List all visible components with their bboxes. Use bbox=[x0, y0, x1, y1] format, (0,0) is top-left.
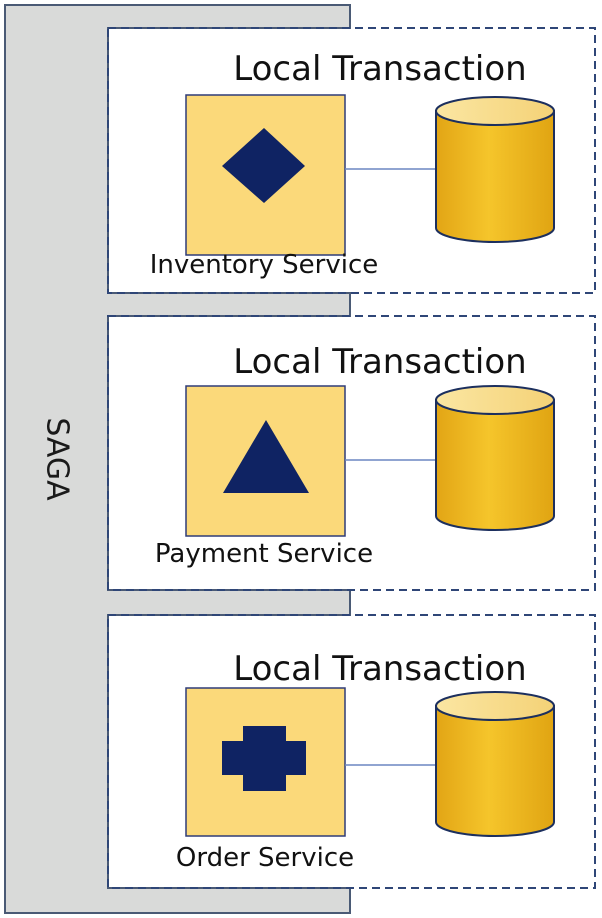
database-icon bbox=[435, 96, 555, 243]
transaction-border bbox=[107, 27, 596, 294]
local-transaction-inventory: Local Transaction Inventory Service bbox=[107, 27, 596, 294]
transaction-title: Local Transaction bbox=[233, 649, 526, 689]
cross-icon bbox=[222, 726, 306, 791]
database-icon bbox=[435, 385, 555, 531]
database-icon bbox=[435, 691, 555, 837]
service-label: Order Service bbox=[176, 843, 354, 873]
diamond-icon bbox=[222, 128, 305, 203]
saga-label: SAGA bbox=[40, 417, 75, 501]
transaction-title: Local Transaction bbox=[233, 49, 526, 89]
transaction-title: Local Transaction bbox=[233, 342, 526, 382]
transaction-border bbox=[107, 315, 596, 591]
local-transaction-payment: Local Transaction Payment Service bbox=[107, 315, 596, 591]
local-transaction-order: Local Transaction Order Service bbox=[107, 614, 596, 889]
transaction-border bbox=[107, 614, 596, 889]
service-label: Payment Service bbox=[155, 539, 373, 569]
service-label: Inventory Service bbox=[150, 250, 379, 280]
triangle-icon bbox=[223, 420, 309, 493]
